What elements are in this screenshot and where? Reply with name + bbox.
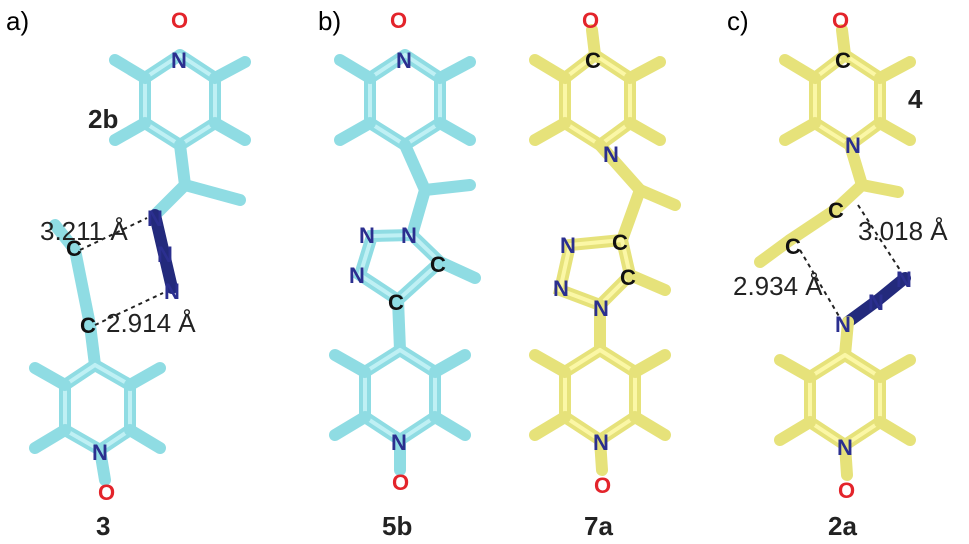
panel-c: c) O C N C C (727, 6, 948, 541)
atom-c-4-ring: C (835, 48, 851, 73)
atom-n-2a-azide-2: N (868, 290, 884, 315)
molecule-2a: N N N N O (774, 267, 916, 503)
compound-label-4: 4 (908, 84, 923, 114)
atom-n-2a-ring: N (837, 435, 853, 460)
atom-c-4-alkyne-1: C (828, 198, 844, 223)
atom-n-azide-3: N (164, 279, 180, 304)
atom-n-2a-azide-1: N (896, 267, 912, 292)
atom-n-azide-2: N (157, 242, 173, 267)
atom-c-alkyne-1: C (66, 236, 82, 261)
atom-o-5b-bottom: O (392, 470, 409, 495)
atom-n-7a-ring-bottom: N (593, 430, 609, 455)
atom-n-triazole-1: N (401, 223, 417, 248)
distance-label-a2: 2.914 Å (106, 308, 196, 338)
atom-n-4-ring: N (845, 133, 861, 158)
atom-n-triazole-2: N (359, 223, 375, 248)
compound-label-2b: 2b (88, 104, 118, 134)
atom-c-7a-ring: C (585, 48, 601, 73)
atom-n-triazole-3: N (349, 263, 365, 288)
atom-n-triazole-4: N (560, 233, 576, 258)
atom-o-3: O (98, 480, 115, 505)
atom-c-triazole-1: C (430, 252, 446, 277)
atom-o-2b: O (171, 8, 188, 33)
atom-c-4-alkyne-2: C (785, 234, 801, 259)
atom-n-triazole-6: N (593, 296, 609, 321)
molecule-2b: O N N N N (109, 8, 251, 304)
atom-c-triazole-3: C (612, 230, 628, 255)
atom-o-5b-top: O (390, 8, 407, 33)
distance-label-c1: 3.018 Å (858, 216, 948, 246)
distance-label-a1: 3.211 Å (40, 216, 128, 246)
distance-label-c2: 2.934 Å (733, 271, 823, 301)
molecule-7a: O C N C N N C N N O (529, 8, 681, 498)
panel-label-a: a) (6, 6, 29, 36)
atom-o-7a-bottom: O (594, 473, 611, 498)
panel-label-b: b) (318, 6, 341, 36)
panel-a: a) O N N N N (6, 6, 251, 541)
atom-c-triazole-2: C (388, 290, 404, 315)
molecule-5b: O N N N N C C N O (329, 8, 481, 495)
atom-o-4: O (832, 8, 849, 33)
molecule-4: O C N C C (754, 8, 916, 268)
atom-n-5b-ring-top: N (396, 48, 412, 73)
compound-label-3: 3 (96, 511, 110, 541)
atom-n-2a-azide-3: N (835, 312, 851, 337)
atom-o-2a: O (838, 478, 855, 503)
panel-b: b) O N N N N (318, 6, 681, 541)
atom-n-5b-ring-bottom: N (391, 430, 407, 455)
atom-n-triazole-5: N (553, 276, 569, 301)
compound-label-5b: 5b (382, 511, 412, 541)
atom-o-7a-top: O (582, 8, 599, 33)
atom-n-azide-1: N (147, 206, 163, 231)
atom-n-7a-ring: N (603, 142, 619, 167)
compound-label-7a: 7a (584, 511, 613, 541)
panel-label-c: c) (727, 6, 749, 36)
atom-n-2b-ring: N (171, 48, 187, 73)
atom-c-triazole-4: C (620, 265, 636, 290)
molecule-3: C C N O (29, 219, 166, 505)
compound-label-2a: 2a (828, 511, 857, 541)
atom-c-alkyne-2: C (80, 313, 96, 338)
atom-n-3-ring: N (92, 440, 108, 465)
